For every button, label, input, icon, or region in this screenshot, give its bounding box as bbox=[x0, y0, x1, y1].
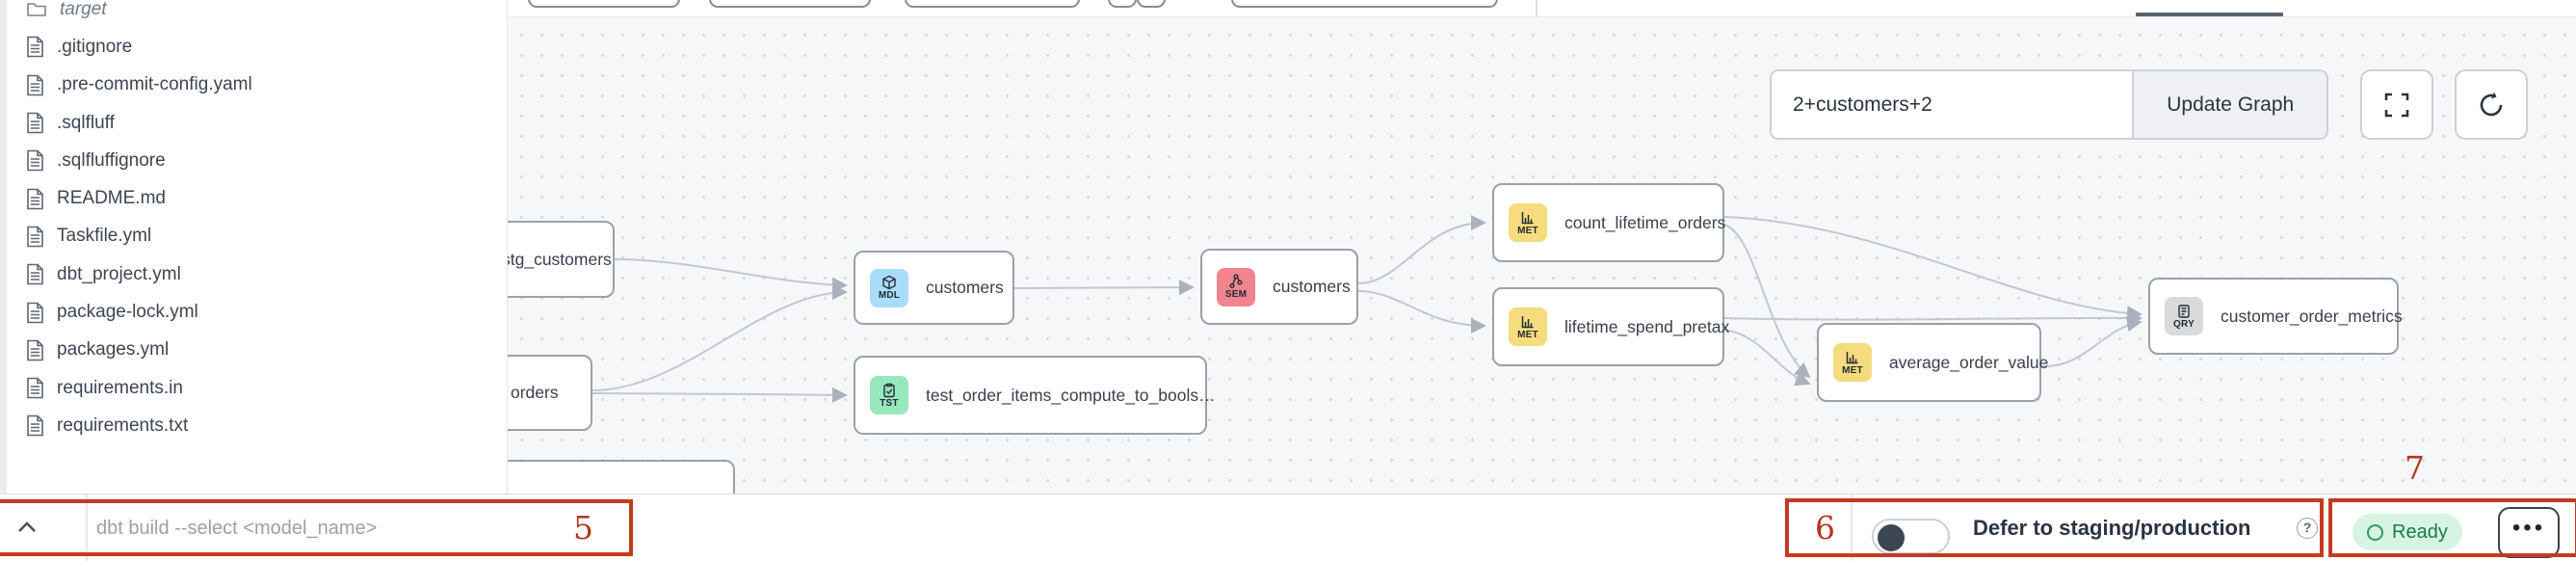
file-icon bbox=[27, 74, 43, 96]
status-circle-icon bbox=[2367, 523, 2383, 541]
node-count-lifetime-orders[interactable]: MET count_lifetime_orders bbox=[1492, 183, 1726, 262]
node-label: customers bbox=[926, 278, 1004, 297]
node-label: test_order_items_compute_to_bools… bbox=[926, 385, 1216, 405]
file-icon bbox=[27, 377, 43, 399]
cut-toolbar-button-1[interactable] bbox=[528, 0, 680, 8]
node-label: average_order_value bbox=[1889, 352, 2049, 372]
node-customers-model[interactable]: MDL customers bbox=[854, 251, 1014, 325]
node-label: orders bbox=[511, 383, 559, 402]
file-row-target[interactable]: target bbox=[0, 0, 501, 28]
file-row[interactable]: Taskfile.yml bbox=[0, 218, 501, 255]
toggle-knob bbox=[1878, 523, 1905, 551]
chevron-up-icon[interactable] bbox=[13, 516, 40, 539]
graph-top-toolbar-strip bbox=[0, 0, 2576, 17]
file-explorer-sidebar: target .gitignore .pre-commit-config.yam… bbox=[0, 0, 508, 494]
file-row[interactable]: .gitignore bbox=[0, 28, 501, 66]
file-row[interactable]: .sqlfluff bbox=[0, 104, 501, 142]
file-icon bbox=[27, 188, 43, 209]
bar-divider bbox=[86, 494, 88, 561]
panel-divider bbox=[1536, 0, 1538, 16]
graph-selector-input[interactable] bbox=[1772, 71, 2133, 138]
bar-divider bbox=[1851, 494, 1853, 561]
overflow-menu-button[interactable]: ••• bbox=[2498, 507, 2560, 558]
defer-toggle[interactable] bbox=[1872, 519, 1950, 554]
node-test-order-items[interactable]: TST test_order_items_compute_to_bools… bbox=[854, 356, 1216, 435]
semantic-model-badge-icon: SEM bbox=[1217, 267, 1255, 307]
command-status-bar: Defer to staging/production ? Ready ••• bbox=[0, 494, 2576, 561]
cut-toolbar-button-5[interactable] bbox=[1137, 0, 1166, 8]
status-text: Ready bbox=[2392, 521, 2448, 543]
file-row[interactable]: dbt_project.yml bbox=[0, 255, 501, 293]
file-row[interactable]: .sqlfluffignore bbox=[0, 142, 501, 179]
active-tab-underline bbox=[2136, 13, 2283, 16]
node-label: lifetime_spend_pretax bbox=[1564, 316, 1730, 336]
update-graph-button[interactable]: Update Graph bbox=[2132, 71, 2326, 138]
file-icon bbox=[27, 415, 43, 437]
cut-toolbar-button-2[interactable] bbox=[709, 0, 871, 8]
node-label: customers bbox=[1273, 277, 1351, 296]
query-badge-icon: QRY bbox=[2165, 297, 2203, 335]
ellipsis-icon: ••• bbox=[2511, 514, 2546, 541]
node-customers-semantic[interactable]: SEM customers bbox=[1200, 249, 1358, 325]
folder-name: target bbox=[60, 0, 107, 19]
node-label: stg_customers bbox=[502, 249, 612, 269]
file-icon bbox=[27, 263, 43, 285]
file-icon bbox=[27, 150, 43, 172]
file-icon bbox=[27, 302, 43, 323]
file-row[interactable]: packages.yml bbox=[0, 332, 501, 369]
file-icon bbox=[27, 37, 43, 58]
dbt-command-input[interactable] bbox=[96, 494, 597, 561]
folder-icon bbox=[27, 2, 46, 16]
cut-toolbar-button-3[interactable] bbox=[905, 0, 1080, 8]
metric-badge-icon: MET bbox=[1509, 203, 1547, 242]
model-badge-icon: MDL bbox=[870, 268, 908, 307]
refresh-button[interactable] bbox=[2455, 69, 2528, 140]
cut-toolbar-button-4[interactable] bbox=[1108, 0, 1137, 8]
fullscreen-button[interactable] bbox=[2360, 69, 2433, 140]
file-icon bbox=[27, 226, 43, 248]
file-row[interactable]: .pre-commit-config.yaml bbox=[0, 67, 501, 104]
fullscreen-icon bbox=[2384, 93, 2409, 117]
file-icon bbox=[27, 112, 43, 134]
refresh-icon bbox=[2480, 92, 2503, 116]
node-lifetime-spend-pretax[interactable]: MET lifetime_spend_pretax bbox=[1492, 287, 1729, 366]
status-badge[interactable]: Ready bbox=[2353, 514, 2462, 550]
file-row[interactable]: README.md bbox=[0, 179, 501, 217]
metric-badge-icon: MET bbox=[1833, 343, 1872, 382]
metric-badge-icon: MET bbox=[1509, 307, 1547, 346]
node-label: count_lifetime_orders bbox=[1564, 212, 1726, 232]
node-label: customer_order_metrics bbox=[2221, 306, 2403, 326]
file-row[interactable]: package-lock.yml bbox=[0, 293, 501, 331]
help-icon[interactable]: ? bbox=[2297, 518, 2318, 539]
defer-label: Defer to staging/production bbox=[1973, 516, 2251, 540]
node-average-order-value[interactable]: MET average_order_value bbox=[1817, 323, 2048, 402]
file-row[interactable]: requirements.txt bbox=[0, 407, 501, 444]
cut-toolbar-button-6[interactable] bbox=[1231, 0, 1498, 8]
test-badge-icon: TST bbox=[870, 376, 908, 414]
node-customer-order-metrics[interactable]: QRY customer_order_metrics bbox=[2148, 278, 2403, 355]
graph-selector-group: Update Graph bbox=[1770, 69, 2328, 140]
file-row[interactable]: requirements.in bbox=[0, 369, 501, 407]
file-list: target .gitignore .pre-commit-config.yam… bbox=[0, 0, 501, 445]
sidebar-gutter bbox=[0, 0, 7, 494]
file-icon bbox=[27, 339, 43, 361]
